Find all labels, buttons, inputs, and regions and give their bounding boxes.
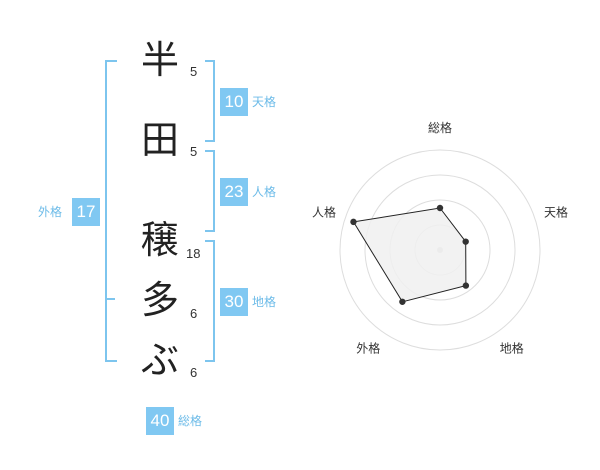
name-char-3: 穣 bbox=[140, 218, 179, 262]
radar-polygon bbox=[352, 207, 467, 303]
chi-label: 地格 bbox=[252, 295, 277, 309]
radar-axis-label-2: 天格 bbox=[544, 204, 568, 219]
radar-point-1 bbox=[436, 204, 444, 212]
ten-label: 天格 bbox=[252, 95, 277, 109]
radar-axis-label-3: 地格 bbox=[500, 341, 524, 356]
stroke-count-5: 6 bbox=[190, 365, 198, 380]
gai-label: 外格 bbox=[38, 205, 63, 219]
radar-point-3 bbox=[462, 282, 470, 289]
outer-bracket-divider bbox=[105, 298, 115, 300]
chi-badge: 30 bbox=[220, 288, 248, 316]
stroke-count-1: 5 bbox=[190, 64, 198, 79]
outer-bracket bbox=[105, 60, 117, 362]
stroke-count-3: 18 bbox=[186, 246, 201, 261]
sou-badge: 40 bbox=[146, 407, 174, 435]
radar-ring-3 bbox=[364, 174, 516, 326]
stroke-count-2: 5 bbox=[190, 144, 198, 159]
name-char-4: 多 bbox=[140, 278, 179, 322]
name-char-1: 半 bbox=[140, 38, 179, 82]
jin-bracket bbox=[205, 150, 215, 232]
name-char-5: ぶ bbox=[140, 338, 179, 382]
radar-ring-4 bbox=[339, 149, 541, 351]
name-char-2: 田 bbox=[140, 118, 179, 162]
radar-point-4 bbox=[399, 298, 406, 305]
sou-label: 総格 bbox=[178, 414, 203, 428]
radar-point-2 bbox=[462, 238, 469, 245]
stroke-count-4: 6 bbox=[190, 306, 198, 321]
radar-axis-label-4: 外格 bbox=[356, 341, 380, 356]
jin-badge: 23 bbox=[220, 178, 248, 206]
gai-badge: 17 bbox=[72, 198, 100, 226]
radar-axis-label-1: 総格 bbox=[428, 120, 452, 135]
jin-label: 人格 bbox=[252, 185, 277, 199]
chi-bracket bbox=[205, 240, 215, 362]
ten-bracket bbox=[205, 60, 215, 142]
ten-badge: 10 bbox=[220, 88, 248, 116]
radar-axis-label-5: 人格 bbox=[312, 204, 336, 219]
radar-point-5 bbox=[350, 218, 357, 226]
